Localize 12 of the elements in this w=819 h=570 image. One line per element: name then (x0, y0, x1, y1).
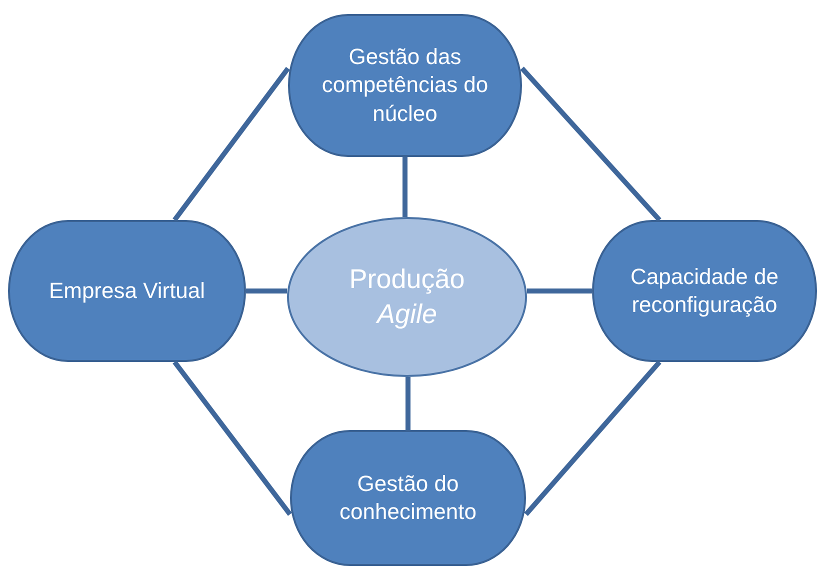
node-label: Capacidade de reconfiguração (629, 262, 780, 319)
node-label: Gestão do conhecimento (338, 470, 478, 526)
connector-line (520, 66, 662, 222)
connector-line (524, 360, 662, 516)
node-label: Produção Agile (348, 263, 466, 331)
connector-line (246, 288, 287, 294)
connector-line (406, 377, 410, 430)
connector-line (172, 360, 292, 516)
connector-line (402, 157, 408, 217)
node-label: Gestão das competências do núcleo (320, 43, 490, 128)
node-label: Empresa Virtual (48, 276, 206, 305)
connector-line (527, 288, 592, 294)
